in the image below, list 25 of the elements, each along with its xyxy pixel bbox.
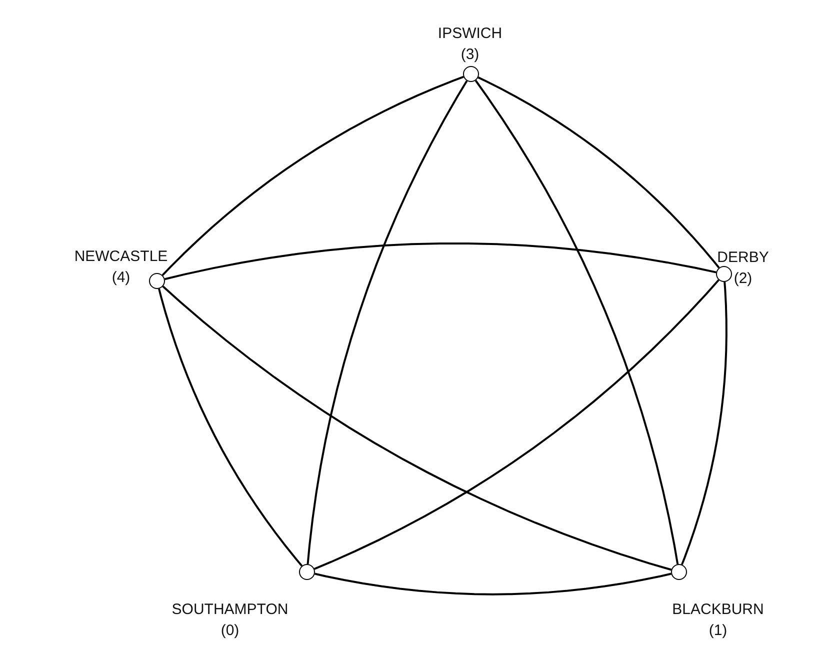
connector-line	[478, 76, 720, 268]
connector-line	[314, 279, 720, 570]
city-name: IPSWICH	[438, 24, 502, 44]
node-number: (2)	[734, 269, 752, 289]
connector-line	[162, 76, 464, 276]
connector-line	[164, 242, 716, 280]
circle-node	[671, 564, 687, 580]
connector-line	[474, 80, 679, 564]
connector-line	[681, 282, 728, 565]
circle-node	[463, 66, 479, 82]
node-number: (4)	[112, 268, 130, 288]
circle-node	[716, 266, 732, 282]
city-name: BLACKBURN	[672, 600, 764, 620]
connector-line	[162, 286, 672, 571]
connector-line	[306, 80, 468, 564]
node-number: (0)	[220, 621, 240, 641]
circle-node	[299, 564, 315, 580]
city-name: DERBY	[717, 248, 769, 268]
city-name: SOUTHAMPTON	[172, 600, 288, 620]
connector-line	[158, 288, 303, 567]
circle-node	[149, 273, 165, 289]
node-number: (1)	[708, 621, 728, 641]
connector-line	[314, 572, 672, 596]
city-name: NEWCASTLE	[74, 247, 168, 267]
node-number: (3)	[460, 45, 480, 65]
